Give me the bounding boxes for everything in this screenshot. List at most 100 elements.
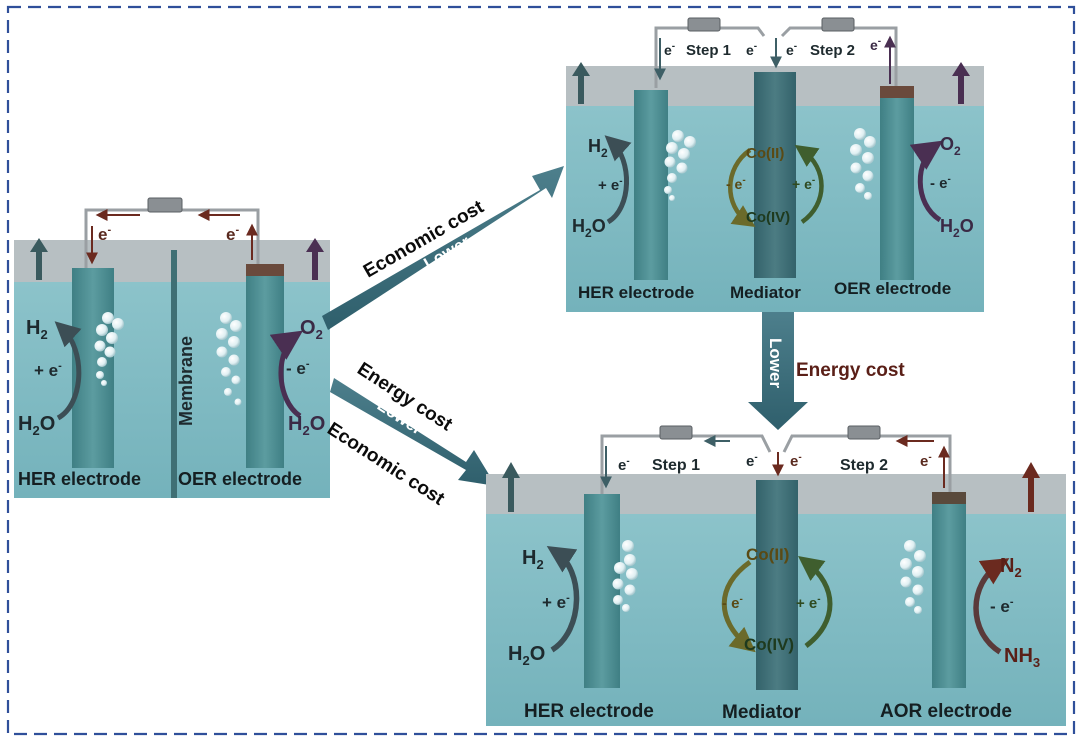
panel-a-conventional-cell: e- e- H2 + e- H2O Membrane O2 - e- H2O H… — [14, 197, 330, 498]
panel-c-nh3: NH3 — [1004, 645, 1040, 670]
panel-c-e-right: e- — [920, 452, 932, 470]
panel-c-n2: N2 — [1000, 555, 1022, 580]
panel-c-her-electrode — [584, 494, 620, 688]
panel-c-e-mid-left: e- — [746, 452, 758, 470]
panel-c-minus-e-right: - e- — [990, 596, 1014, 616]
panel-b-oer-cap — [880, 86, 914, 98]
panel-a-minus-e: - e- — [286, 358, 310, 378]
panel-c-resistor-right — [847, 425, 881, 440]
panel-b-vent-arrow-right — [952, 62, 970, 104]
arrow-upper: Economic cost Lower — [322, 166, 564, 330]
panel-c-step1: Step 1 — [652, 457, 700, 474]
arrow-vertical-energy-label: Energy cost — [796, 360, 905, 381]
arrow-lower-economic-label: Economic cost — [323, 419, 448, 511]
panel-a-vent-arrow-right — [306, 238, 324, 280]
panel-a-resistor — [147, 197, 183, 213]
panel-b-h2: H2 — [588, 136, 608, 160]
panel-a-o2: O2 — [300, 317, 323, 342]
panel-c-e-mid-right: e- — [790, 452, 802, 470]
panel-c-co2: Co(II) — [746, 545, 789, 564]
arrow-upper-cost-label: Economic cost — [360, 196, 488, 282]
panel-a-h2: H2 — [26, 317, 48, 342]
panel-c-plus-e-mid: + e- — [796, 594, 821, 612]
panel-a-h2o-right: H2O — [288, 413, 325, 438]
panel-c-minus-e-mid: - e- — [722, 594, 743, 612]
arrow-upper-body — [322, 166, 564, 330]
panel-a-vent-arrow-left — [30, 238, 48, 280]
panel-b-co4: Co(IV) — [746, 209, 790, 226]
panel-c-co-curve-right — [798, 555, 833, 648]
panel-b-e-mid-left: e- — [746, 41, 757, 58]
arrow-vertical-lower-label: Lower — [766, 338, 785, 388]
panel-c-resistor-left — [659, 425, 693, 440]
panel-b-mediator-label: Mediator — [730, 283, 801, 302]
panel-c-her-curve — [546, 546, 580, 653]
panel-b-oer-label: OER electrode — [834, 279, 951, 298]
panel-a-her-curve — [54, 321, 82, 421]
panel-b-o2: O2 — [940, 134, 961, 158]
panel-b-e-right: e- — [870, 36, 881, 53]
panel-b-resistor-right — [821, 17, 855, 32]
panel-b-co2: Co(II) — [746, 145, 784, 162]
panel-b-bubbles-left — [664, 130, 696, 201]
panel-c-e-left: e- — [618, 456, 630, 474]
panel-c-vent-arrow-left — [502, 462, 520, 512]
panel-b-mediator — [754, 72, 796, 278]
panel-b-step1: Step 1 — [686, 42, 731, 59]
arrow-vertical-body — [748, 312, 808, 430]
panel-a-membrane — [171, 250, 177, 498]
panel-c-h2o: H2O — [508, 643, 545, 668]
panel-c-plus-e-left: + e- — [542, 592, 570, 612]
panel-b-step2: Step 2 — [810, 42, 855, 59]
panel-a-membrane-label: Membrane — [176, 336, 196, 426]
panel-b-vent-arrow-left — [572, 62, 590, 104]
panel-a-oer-electrode — [246, 268, 284, 468]
panel-c-step2: Step 2 — [840, 457, 888, 474]
panel-c-mediated-aor-cell: e- Step 1 e- e- Step 2 e- H2 + e- H2O Co… — [486, 425, 1066, 726]
panel-a-h2o-left: H2O — [18, 413, 55, 438]
panel-a-plus-e: + e- — [34, 360, 62, 380]
panel-c-bubbles-left — [612, 540, 638, 612]
panel-b-her-electrode — [634, 90, 668, 280]
panel-a-oer-label: OER electrode — [178, 469, 302, 489]
panel-b-h2o-right: H2O — [940, 216, 974, 240]
arrow-vertical: Lower Energy cost — [748, 312, 905, 430]
panel-c-vent-arrow-right — [1022, 462, 1040, 512]
panel-b-plus-e-mid: + e- — [792, 175, 815, 192]
panel-b-plus-e-left: + e- — [598, 176, 623, 194]
panel-b-co-curve-right — [794, 144, 824, 224]
panel-b-oer-curve — [909, 140, 943, 223]
panel-a-oer-curve — [269, 330, 303, 419]
panel-b-oer-electrode — [880, 88, 914, 280]
panel-c-co-curve-left — [721, 559, 756, 653]
panel-c-co4: Co(IV) — [744, 635, 794, 654]
panel-a-electron-left: e- — [98, 224, 111, 244]
panel-b-e-left: e- — [664, 41, 675, 58]
panel-c-her-label: HER electrode — [524, 701, 654, 722]
outer-dashed-frame — [6, 5, 1076, 736]
panel-c-aor-cap — [932, 492, 966, 504]
panel-b-mediated-oer-cell: e- Step 1 e- e- Step 2 e- H2 + e- H2O Co… — [566, 17, 984, 312]
panel-b-resistor-left — [687, 17, 721, 32]
panel-a-bubbles-left — [94, 312, 124, 386]
panel-c-aor-label: AOR electrode — [880, 701, 1012, 722]
panel-c-aor-electrode — [932, 494, 966, 688]
panel-c-mediator — [756, 480, 798, 690]
panel-b-co-curve-left — [728, 148, 756, 228]
panel-b-minus-e-mid: - e- — [726, 175, 746, 192]
panel-b-her-label: HER electrode — [578, 283, 694, 302]
panel-b-e-mid-right: e- — [786, 41, 797, 58]
panel-b-h2o: H2O — [572, 216, 606, 240]
panel-c-bubbles-right — [900, 540, 926, 614]
panel-a-her-label: HER electrode — [18, 469, 141, 489]
arrow-lower-body — [330, 378, 496, 486]
panel-b-bubbles-right — [850, 128, 876, 200]
arrow-lower: Energy cost Lower Economic cost — [323, 359, 496, 511]
panel-b-her-curve — [604, 135, 632, 225]
panel-a-bubbles-right — [216, 312, 242, 406]
panel-c-aor-curve — [973, 558, 1010, 655]
panel-c-mediator-label: Mediator — [722, 702, 802, 723]
panel-a-oer-cap — [246, 264, 284, 276]
panel-b-minus-e-right: - e- — [930, 174, 951, 192]
